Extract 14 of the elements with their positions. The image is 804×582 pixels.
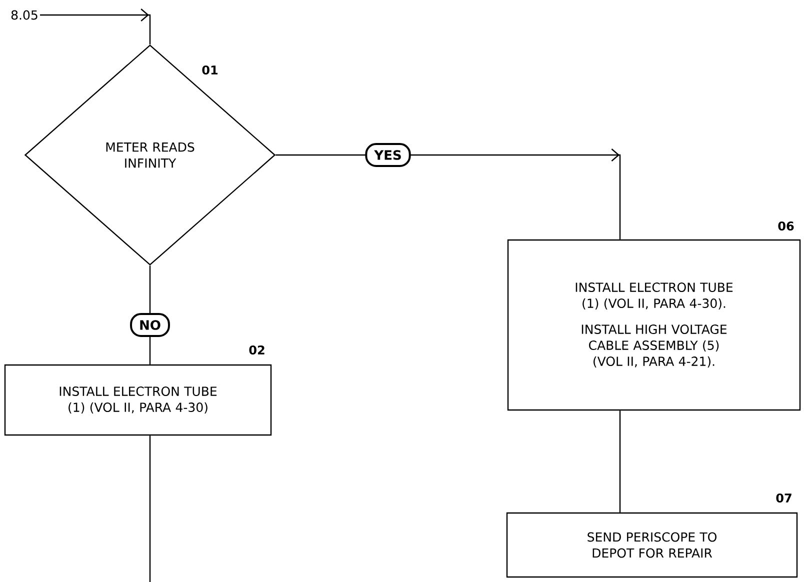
step-number: 06 — [778, 221, 794, 231]
process-box: INSTALL ELECTRON TUBE (1) (VOL II, PARA 4-30) — [4, 364, 272, 436]
step-number: 02 — [249, 345, 264, 355]
step-number: 07 — [776, 493, 792, 503]
connector-line — [619, 410, 621, 512]
start-label: 8.05 — [11, 10, 38, 20]
step-number: 01 — [202, 65, 218, 75]
process-box: INSTALL ELECTRON TUBE (1) (VOL II, PARA 4-30). INSTALL HIGH VOLTAGE CABLE ASSEMBLY (5) (VOL II, PARA 4-21). — [507, 239, 801, 411]
edge-label: YES — [365, 143, 411, 167]
edge-label: NO — [130, 313, 170, 337]
connector-line — [276, 148, 621, 240]
connector-line — [149, 436, 151, 582]
process-box: SEND PERISCOPE TO DEPOT FOR REPAIR — [506, 512, 798, 578]
connector-line — [40, 8, 151, 44]
